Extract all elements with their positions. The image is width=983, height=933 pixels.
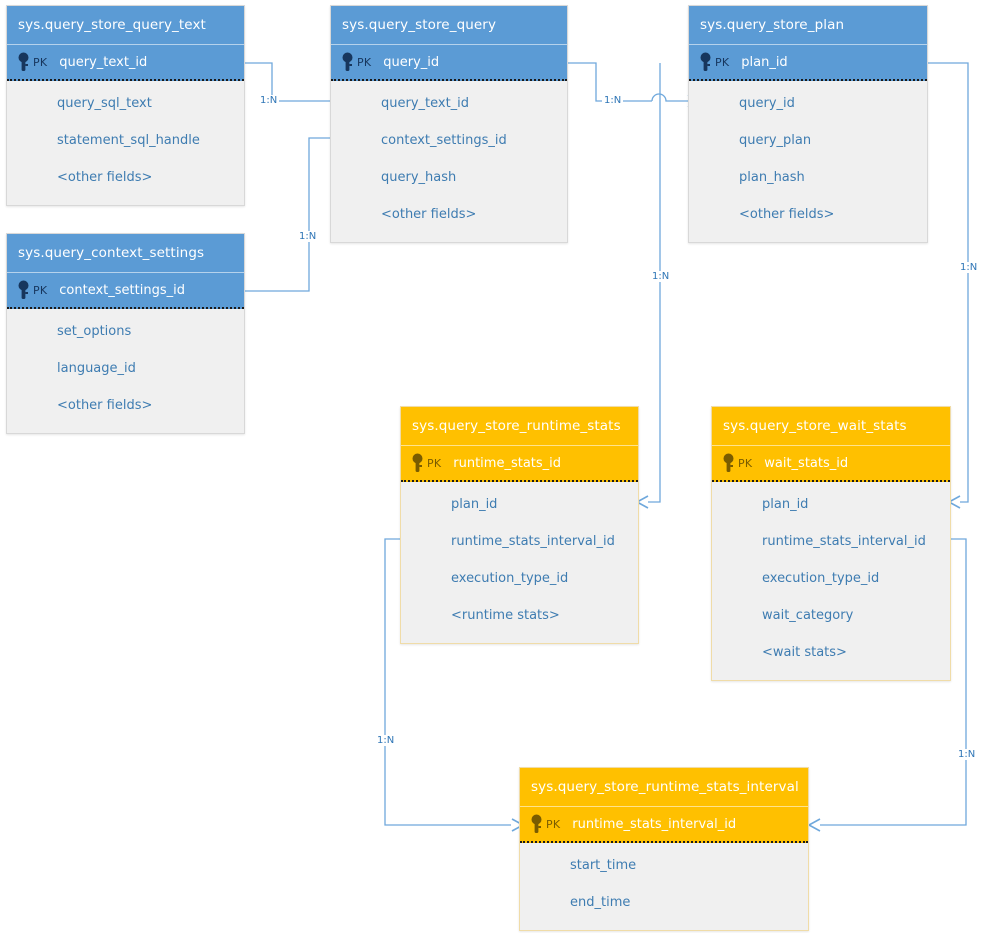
pk-field-name: wait_stats_id <box>764 455 849 471</box>
pk-field-name: runtime_stats_id <box>453 455 562 471</box>
entity-fields: query_sql_text statement_sql_handle <oth… <box>7 81 244 205</box>
field-row[interactable]: statement_sql_handle <box>57 133 200 148</box>
field-row[interactable]: query_text_id <box>381 96 470 111</box>
field-row[interactable]: query_sql_text <box>57 96 152 111</box>
entity-query-store-runtime-stats-interval[interactable]: sys.query_store_runtime_stats_interval P… <box>519 767 809 931</box>
primary-key-row[interactable]: PK query_text_id <box>7 44 244 81</box>
pk-badge: PK <box>33 55 48 69</box>
cardinality-label-r7: 1:N <box>956 749 978 760</box>
field-row[interactable]: plan_id <box>762 497 809 512</box>
pk-field-name: context_settings_id <box>59 282 185 298</box>
entity-fields: plan_id runtime_stats_interval_id execut… <box>712 482 950 680</box>
entity-fields: plan_id runtime_stats_interval_id execut… <box>401 482 638 643</box>
field-row[interactable]: context_settings_id <box>381 133 507 148</box>
primary-key-row[interactable]: PK context_settings_id <box>7 272 244 309</box>
pk-badge: PK <box>715 55 730 69</box>
field-row[interactable]: <other fields> <box>57 170 153 185</box>
field-row[interactable]: runtime_stats_interval_id <box>451 534 615 549</box>
cardinality-label-r1: 1:N <box>258 95 280 106</box>
pk-badge: PK <box>357 55 372 69</box>
pk-field-name: plan_id <box>741 54 788 70</box>
pk-badge: PK <box>427 456 442 470</box>
pk-field-name: query_id <box>383 54 440 70</box>
key-icon <box>528 813 545 835</box>
field-row[interactable]: <wait stats> <box>762 645 847 660</box>
entity-title: sys.query_store_runtime_stats_interval <box>520 768 808 806</box>
field-row[interactable]: <other fields> <box>381 207 477 222</box>
primary-key-row[interactable]: PK plan_id <box>689 44 927 81</box>
pk-badge: PK <box>33 283 48 297</box>
entity-title: sys.query_store_query_text <box>7 6 244 44</box>
field-row[interactable]: end_time <box>570 895 631 910</box>
pk-badge: PK <box>738 456 753 470</box>
entity-title: sys.query_store_wait_stats <box>712 407 950 445</box>
field-row[interactable]: plan_hash <box>739 170 805 185</box>
pk-field-name: query_text_id <box>59 54 148 70</box>
entity-fields: start_time end_time <box>520 843 808 930</box>
primary-key-row[interactable]: PK runtime_stats_id <box>401 445 638 482</box>
field-row[interactable]: set_options <box>57 324 132 339</box>
primary-key-row[interactable]: PK wait_stats_id <box>712 445 950 482</box>
cardinality-label-r6: 1:N <box>375 735 397 746</box>
cardinality-label-r5: 1:N <box>958 262 980 273</box>
entity-fields: set_options language_id <other fields> <box>7 309 244 433</box>
entity-title: sys.query_context_settings <box>7 234 244 272</box>
cardinality-label-r4: 1:N <box>650 271 672 282</box>
key-icon <box>720 452 737 474</box>
key-icon <box>697 51 714 73</box>
primary-key-row[interactable]: PK runtime_stats_interval_id <box>520 806 808 843</box>
entity-title: sys.query_store_plan <box>689 6 927 44</box>
cardinality-label-r3: 1:N <box>602 95 624 106</box>
entity-fields: query_id query_plan plan_hash <other fie… <box>689 81 927 242</box>
field-row[interactable]: plan_id <box>451 497 498 512</box>
key-icon <box>409 452 426 474</box>
field-row[interactable]: query_hash <box>381 170 457 185</box>
pk-field-name: runtime_stats_interval_id <box>572 816 737 832</box>
entity-query-store-query[interactable]: sys.query_store_query PK query_id query_… <box>330 5 568 243</box>
field-row[interactable]: language_id <box>57 361 136 376</box>
field-row[interactable]: execution_type_id <box>762 571 880 586</box>
field-row[interactable]: <other fields> <box>57 398 153 413</box>
entity-fields: query_text_id context_settings_id query_… <box>331 81 567 242</box>
cardinality-label-r2: 1:N <box>297 231 319 242</box>
entity-query-store-wait-stats[interactable]: sys.query_store_wait_stats PK wait_stats… <box>711 406 951 681</box>
entity-title: sys.query_store_runtime_stats <box>401 407 638 445</box>
entity-title: sys.query_store_query <box>331 6 567 44</box>
field-row[interactable]: wait_category <box>762 608 854 623</box>
field-row[interactable]: runtime_stats_interval_id <box>762 534 926 549</box>
key-icon <box>339 51 356 73</box>
primary-key-row[interactable]: PK query_id <box>331 44 567 81</box>
key-icon <box>15 51 32 73</box>
pk-badge: PK <box>546 817 561 831</box>
entity-query-store-plan[interactable]: sys.query_store_plan PK plan_id query_id… <box>688 5 928 243</box>
field-row[interactable]: <runtime stats> <box>451 608 560 623</box>
field-row[interactable]: start_time <box>570 858 637 873</box>
entity-query-store-query-text[interactable]: sys.query_store_query_text PK query_text… <box>6 5 245 206</box>
field-row[interactable]: query_id <box>739 96 795 111</box>
entity-query-store-runtime-stats[interactable]: sys.query_store_runtime_stats PK runtime… <box>400 406 639 644</box>
field-row[interactable]: execution_type_id <box>451 571 569 586</box>
entity-query-context-settings[interactable]: sys.query_context_settings PK context_se… <box>6 233 245 434</box>
field-row[interactable]: query_plan <box>739 133 812 148</box>
field-row[interactable]: <other fields> <box>739 207 835 222</box>
key-icon <box>15 279 32 301</box>
